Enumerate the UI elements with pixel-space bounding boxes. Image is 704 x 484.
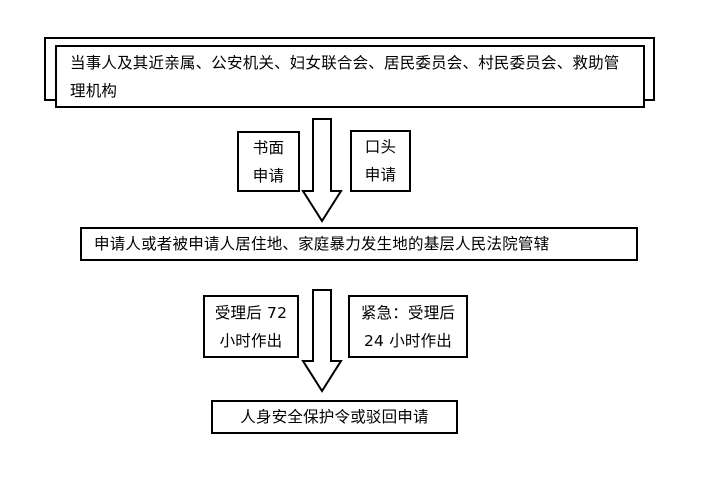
oral-application-label: 口头 申请: [364, 138, 397, 184]
written-application-box[interactable]: 书面 申请: [237, 131, 300, 192]
arrow-jurisdiction-to-result: [301, 289, 343, 393]
block-arrow-down-icon: [301, 118, 343, 223]
applicants-box[interactable]: 当事人及其近亲属、公安机关、妇女联合会、居民委员会、村民委员会、救助管理机构: [55, 45, 645, 108]
applicants-box-label: 当事人及其近亲属、公安机关、妇女联合会、居民委员会、村民委员会、救助管理机构: [70, 53, 620, 100]
deadline-urgent-label: 紧急：受理后 24 小时作出: [360, 303, 456, 350]
result-box[interactable]: 人身安全保护令或驳回申请: [211, 400, 458, 434]
written-application-label: 书面 申请: [252, 138, 285, 185]
result-label: 人身安全保护令或驳回申请: [240, 408, 429, 426]
deadline-normal-box[interactable]: 受理后 72 小时作出: [203, 295, 299, 358]
block-arrow-down-icon: [301, 289, 343, 393]
arrow-applicants-to-jurisdiction: [301, 118, 343, 223]
deadline-urgent-box[interactable]: 紧急：受理后 24 小时作出: [348, 295, 468, 358]
oral-application-box[interactable]: 口头 申请: [350, 130, 411, 192]
jurisdiction-label: 申请人或者被申请人居住地、家庭暴力发生地的基层人民法院管辖: [94, 235, 550, 253]
jurisdiction-box[interactable]: 申请人或者被申请人居住地、家庭暴力发生地的基层人民法院管辖: [80, 227, 638, 261]
deadline-normal-label: 受理后 72 小时作出: [214, 303, 288, 350]
